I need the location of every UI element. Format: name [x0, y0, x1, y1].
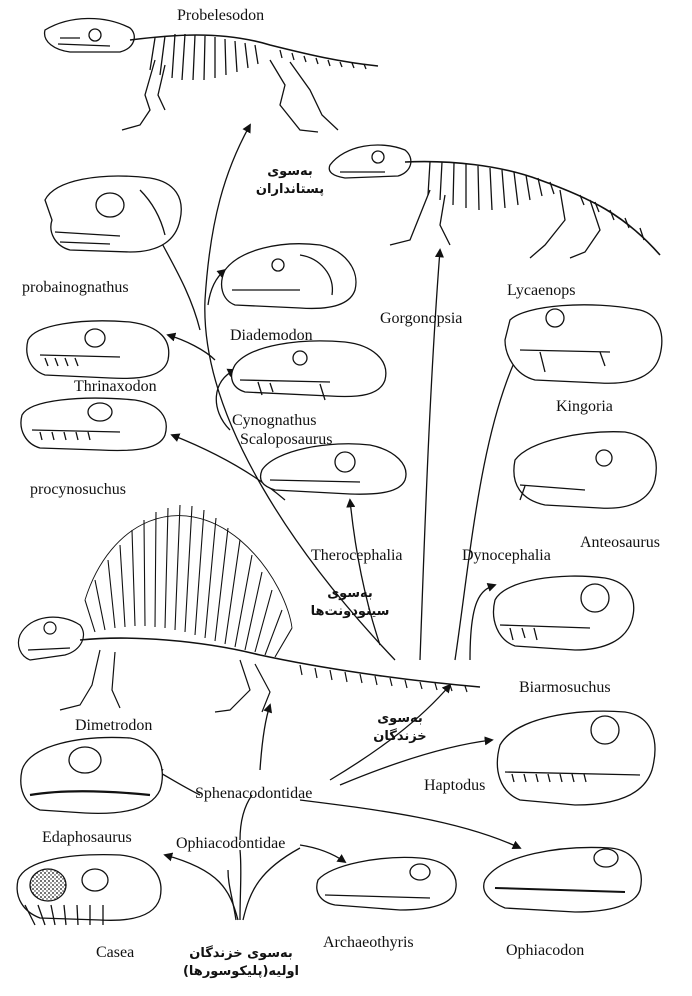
skull-lycaenops — [505, 305, 662, 383]
label-anteosaurus: Anteosaurus — [580, 535, 660, 551]
base-fan-1 — [165, 855, 238, 920]
arrow-to-scaloposaurus — [350, 500, 380, 645]
skull-thrinaxodon — [27, 321, 169, 379]
label-diademodon: Diademodon — [230, 328, 313, 344]
label-to-reptiles-line1: به‌سوی — [365, 710, 435, 728]
label-to-early-reptiles-line2: اولیه(پلیکوسورها) — [176, 963, 306, 981]
label-scaloposaurus: Scaloposaurus — [240, 432, 332, 448]
label-casea: Casea — [96, 945, 134, 961]
label-therocephalia: Therocephalia — [311, 548, 403, 564]
probelesodon-ribs — [150, 34, 366, 80]
label-haptodus: Haptodus — [424, 778, 485, 794]
arrow-to-ophiacodon — [300, 800, 520, 848]
label-ophiacodontidae: Ophiacodontidae — [176, 836, 285, 852]
label-dynocephalia: Dynocephalia — [462, 548, 551, 564]
skull-probainognathus — [45, 176, 181, 252]
dimetrodon-sail-spines — [85, 505, 292, 657]
label-kingoria: Kingoria — [556, 399, 613, 415]
label-to-mammals-line2: پستانداران — [250, 181, 330, 199]
skull-scaloposaurus — [261, 444, 406, 494]
label-to-cynodonts-line2: سینودونت‌ها — [300, 603, 400, 621]
skull-procynosuchus — [21, 398, 166, 450]
dimetrodon-skeleton — [18, 505, 480, 712]
label-sphenacodontidae: Sphenacodontidae — [195, 786, 312, 802]
label-gorgonopsia: Gorgonopsia — [380, 311, 462, 327]
skull-diademodon-upper — [222, 244, 356, 309]
skull-cynognathus — [232, 341, 386, 400]
label-probainognathus: probainognathus — [22, 280, 129, 296]
skull-casea — [17, 855, 161, 925]
label-procynosuchus: procynosuchus — [30, 482, 126, 498]
label-thrinaxodon: Thrinaxodon — [74, 379, 157, 395]
skull-archaeothyris — [317, 857, 456, 910]
label-to-early-reptiles: به‌سوی خزندگان اولیه(پلیکوسورها) — [176, 945, 306, 980]
skull-kingoria — [514, 432, 656, 509]
skull-haptodus — [497, 711, 655, 805]
label-cynognathus: Cynognathus — [232, 413, 316, 429]
label-ophiacodon: Ophiacodon — [506, 943, 584, 959]
label-lycaenops: Lycaenops — [507, 283, 575, 299]
base-fan-3 — [243, 848, 300, 920]
label-dimetrodon: Dimetrodon — [75, 718, 152, 734]
arrow-to-archaeothyris — [300, 845, 345, 862]
label-to-cynodonts-line1: به‌سوی — [300, 585, 400, 603]
label-to-mammals-line1: به‌سوی — [250, 163, 330, 181]
label-probelesodon: Probelesodon — [177, 8, 264, 24]
skull-ophiacodon — [484, 847, 642, 912]
arrow-from-sphenacodontidae-to-dimetrodon — [260, 705, 270, 770]
label-to-reptiles: به‌سوی خزندگان — [365, 710, 435, 745]
label-to-mammals: به‌سوی پستانداران — [250, 163, 330, 198]
probelesodon-skeleton — [45, 18, 378, 132]
skull-biarmosuchus — [494, 576, 634, 650]
label-to-reptiles-line2: خزندگان — [365, 728, 435, 746]
base-fan-2 — [240, 850, 241, 920]
label-archaeothyris: Archaeothyris — [323, 935, 414, 951]
label-to-early-reptiles-line1: به‌سوی خزندگان — [176, 945, 306, 963]
label-to-cynodonts: به‌سوی سینودونت‌ها — [300, 585, 400, 620]
arrow-to-biarmosuchus — [470, 585, 495, 660]
skull-edaphosaurus — [21, 737, 163, 813]
label-edaphosaurus: Edaphosaurus — [42, 830, 132, 846]
gorgonopsid-skeleton — [329, 145, 660, 258]
label-biarmosuchus: Biarmosuchus — [519, 680, 611, 696]
